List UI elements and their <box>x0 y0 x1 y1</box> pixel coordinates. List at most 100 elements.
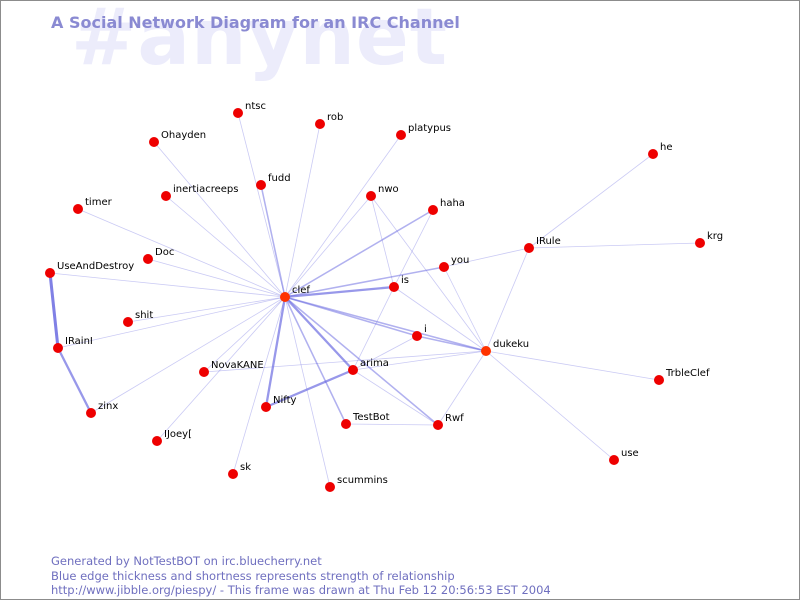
node-label: Doc <box>155 247 174 258</box>
node-krg: krg <box>695 231 723 248</box>
node-timer: timer <box>73 197 113 214</box>
node-is: is <box>389 275 409 292</box>
node-dukeku: dukeku <box>481 339 529 356</box>
edge-clef-fudd <box>260 184 286 298</box>
node-label: you <box>451 255 469 266</box>
node-dot <box>233 108 243 118</box>
edge-arima-i <box>352 335 418 371</box>
node-Doc: Doc <box>143 247 174 264</box>
node-dot <box>481 346 491 356</box>
node-dot <box>86 408 96 418</box>
edge-clef-zinx <box>90 296 286 414</box>
footer: Generated by NotTestBOT on irc.bluecherr… <box>51 554 551 598</box>
node-UseAndDestroy: UseAndDestroy <box>45 261 134 278</box>
edge-clef-Rwf <box>284 296 439 426</box>
edge-clef-UseAndDestroy <box>49 272 286 298</box>
diagram-title: A Social Network Diagram for an IRC Chan… <box>51 13 460 32</box>
edge-clef-shit <box>127 296 286 323</box>
node-label: TestBot <box>352 412 390 423</box>
node-dot <box>143 254 153 264</box>
node-label: arima <box>360 358 389 369</box>
node-label: haha <box>440 198 465 209</box>
node-label: IJoey[ <box>164 429 192 440</box>
node-dot <box>695 238 705 248</box>
edge-arima-Rwf <box>352 369 439 426</box>
edge-i-dukeku <box>416 335 487 352</box>
edge-IRainI-zinx <box>56 346 93 415</box>
node-sk: sk <box>228 462 251 479</box>
node-dot <box>123 317 133 327</box>
edge-haha-is <box>393 209 434 288</box>
edge-you-IRule <box>443 247 530 268</box>
edge-TestBot-Rwf <box>345 423 439 426</box>
node-dot <box>654 375 664 385</box>
node-label: he <box>660 142 673 153</box>
node-you: you <box>439 255 469 272</box>
edge-dukeku-Rwf <box>437 350 487 426</box>
node-fudd: fudd <box>256 173 291 190</box>
node-dot <box>315 119 325 129</box>
node-IRainI: IRainI <box>53 336 93 353</box>
node-label: Nifty <box>273 395 297 406</box>
node-dot <box>261 402 271 412</box>
edge-clef-dukeku <box>284 296 487 352</box>
node-i: i <box>412 324 427 341</box>
node-label: platypus <box>408 123 451 134</box>
node-dot <box>609 455 619 465</box>
node-dot <box>433 420 443 430</box>
node-dot <box>325 482 335 492</box>
node-label: rob <box>327 112 343 123</box>
edge-dukeku-use <box>485 350 615 461</box>
node-dot <box>280 292 290 302</box>
edge-clef-you <box>284 266 445 298</box>
edge-clef-Ohayden <box>153 141 286 298</box>
node-dot <box>53 343 63 353</box>
edge-he-IRule <box>528 153 654 249</box>
edge-clef-ntsc <box>237 112 286 298</box>
node-nwo: nwo <box>366 184 399 201</box>
node-rob: rob <box>315 112 343 129</box>
edge-is-dukeku <box>393 286 487 352</box>
node-clef: clef <box>280 285 310 302</box>
node-scummins: scummins <box>325 475 388 492</box>
node-label: fudd <box>268 173 291 184</box>
edge-clef-platypus <box>284 134 402 298</box>
node-dot <box>389 282 399 292</box>
node-label: TrbleClef <box>665 368 710 379</box>
node-dot <box>161 191 171 201</box>
footer-generated-by: Generated by NotTestBOT on irc.bluecherr… <box>51 554 322 568</box>
node-label: Ohayden <box>161 130 206 141</box>
node-dot <box>348 365 358 375</box>
edge-clef-NovaKANE <box>203 296 286 373</box>
edge-dukeku-TrbleClef <box>485 350 660 381</box>
node-label: IRule <box>536 236 561 247</box>
footer-legend-note: Blue edge thickness and shortness repres… <box>51 568 455 583</box>
edge-IRule-dukeku <box>485 247 530 352</box>
edge-arima-is <box>352 286 395 371</box>
node-label: dukeku <box>493 339 529 350</box>
node-NovaKANE: NovaKANE <box>199 360 264 377</box>
node-dot <box>199 367 209 377</box>
node-label: i <box>424 324 427 335</box>
node-label: krg <box>707 231 723 242</box>
node-inertiacreeps: inertiacreeps <box>161 184 238 201</box>
node-label: nwo <box>378 184 399 195</box>
node-dot <box>524 243 534 253</box>
node-label: NovaKANE <box>211 360 264 371</box>
node-label: shit <box>135 310 153 321</box>
node-label: ntsc <box>245 101 266 112</box>
edge-nwo-is <box>370 195 395 288</box>
edge-clef-timer <box>77 208 286 298</box>
edge-layer <box>48 112 701 488</box>
node-dot <box>228 469 238 479</box>
node-TrbleClef: TrbleClef <box>654 368 710 385</box>
edge-arima-dukeku <box>352 350 487 371</box>
node-label: inertiacreeps <box>173 184 238 195</box>
node-he: he <box>648 142 673 159</box>
node-label: sk <box>240 462 251 473</box>
node-Nifty: Nifty <box>261 395 297 412</box>
node-dot <box>396 130 406 140</box>
